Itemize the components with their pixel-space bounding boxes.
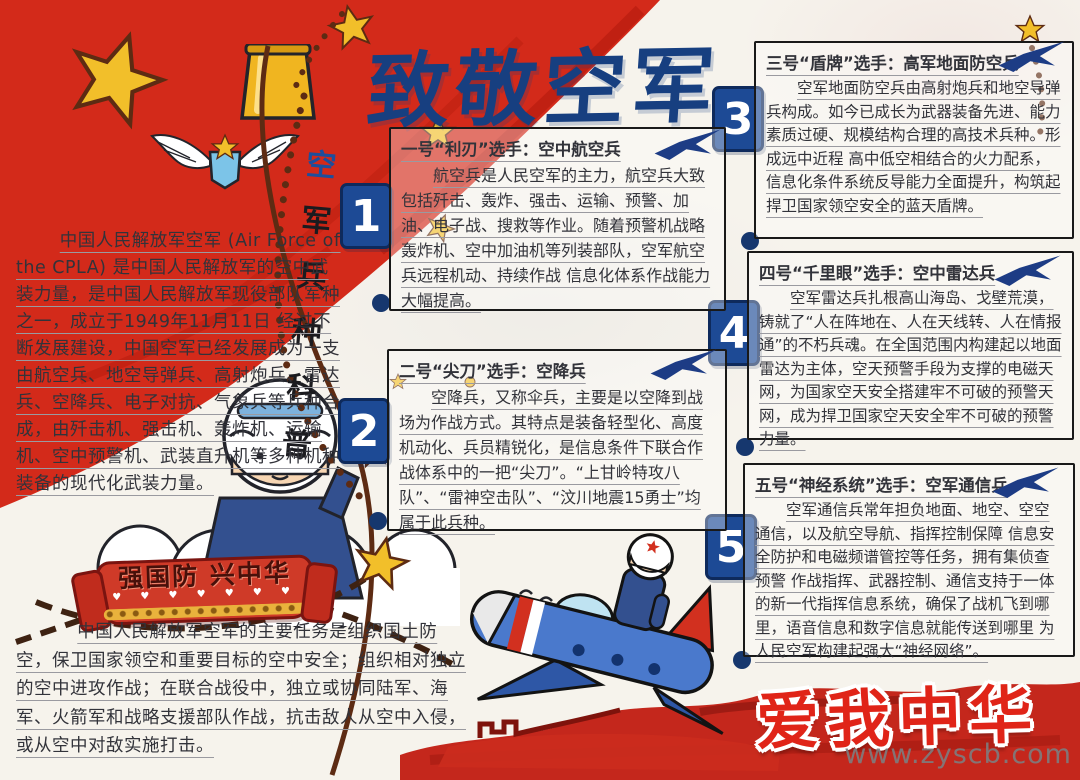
section-5-body: 空军通信兵常年担负地面、地空、空空通信，以及航空导航、指挥控制保障 信息安全防护… <box>755 501 1055 660</box>
section-5-number-badge: 5 <box>705 514 757 580</box>
section-2-number-badge: 2 <box>338 398 390 464</box>
section-box-radar: 四号“千里眼”选手：空中雷达兵 空军雷达兵扎根高山海岛、戈壁荒漠，铸就了“人在阵… <box>747 251 1074 448</box>
jet-silhouette-icon <box>647 348 722 383</box>
section-5-title: 五号“神经系统”选手：空军通信兵 <box>755 476 1008 495</box>
section-1-body: 航空兵是人民空军的主力，航空兵大致包括歼击、轰炸、强击、运输、预警、加油、电子战… <box>401 166 711 310</box>
slogan-banner: 强国防 兴中华 ♥ ♥ ♥ ♥ ♥ ♥ ♥ <box>94 554 316 626</box>
section-box-aviation: 一号“利刃”选手：空中航空兵 航空兵是人民空军的主力，航空兵大致包括歼击、轰炸、… <box>389 127 726 311</box>
wings-badge-icon <box>150 133 300 190</box>
section-2-body: 空降兵，又称伞兵，主要是以空降到战场为作战方式。其特点是装备轻型化、高度机动化、… <box>399 388 704 532</box>
watermark-url: www.zyscb.com <box>844 739 1072 770</box>
section-2-title: 二号“尖刀”选手：空降兵 <box>399 362 586 381</box>
section-3-body: 空军地面防空兵由高射炮兵和地空导弹兵构成。如今已成长为武器装备先进、能力素质过硬… <box>766 79 1061 215</box>
section-4-body: 空军雷达兵扎根高山海岛、戈壁荒漠，铸就了“人在阵地在、人在天线转、人在情报通”的… <box>759 289 1062 448</box>
section-box-ground-air-defense: 三号“盾牌”选手：高军地面防空兵 空军地面防空兵由高射炮兵和地空导弹兵构成。如今… <box>754 41 1074 239</box>
section-4-title: 四号“千里眼”选手：空中雷达兵 <box>759 264 996 283</box>
section-1-title: 一号“利刃”选手：空中航空兵 <box>401 140 621 159</box>
section-3-title: 三号“盾牌”选手：高军地面防空兵 <box>766 54 1019 73</box>
section-1-number-badge: 1 <box>340 183 392 249</box>
jet-silhouette-icon <box>651 128 726 163</box>
jet-silhouette-icon <box>995 40 1070 75</box>
jet-pilot <box>613 533 674 632</box>
vertical-label-first-char: 空 <box>296 147 337 206</box>
section-box-signal-corps: 五号“神经系统”选手：空军通信兵 空军通信兵常年担负地面、地空、空空通信，以及航… <box>743 463 1075 660</box>
lantern-icon <box>240 44 316 120</box>
mission-paragraph: 中国人民解放军空军的主要任务是组织国土防空，保卫国家领空和重要目标的空中安全；组… <box>16 622 466 756</box>
jet-silhouette-icon <box>991 254 1066 289</box>
section-4-number-badge: 4 <box>708 300 760 366</box>
section-box-airborne: 二号“尖刀”选手：空降兵 空降兵，又称伞兵，主要是以空降到战场为作战方式。其特点… <box>387 349 727 532</box>
page-title: 致敬空军 <box>363 39 724 141</box>
jet-silhouette-icon <box>989 466 1064 501</box>
intro-paragraph: 中国人民解放军空军 (Air Force of the CPLA) 是中国人民解… <box>16 231 341 494</box>
